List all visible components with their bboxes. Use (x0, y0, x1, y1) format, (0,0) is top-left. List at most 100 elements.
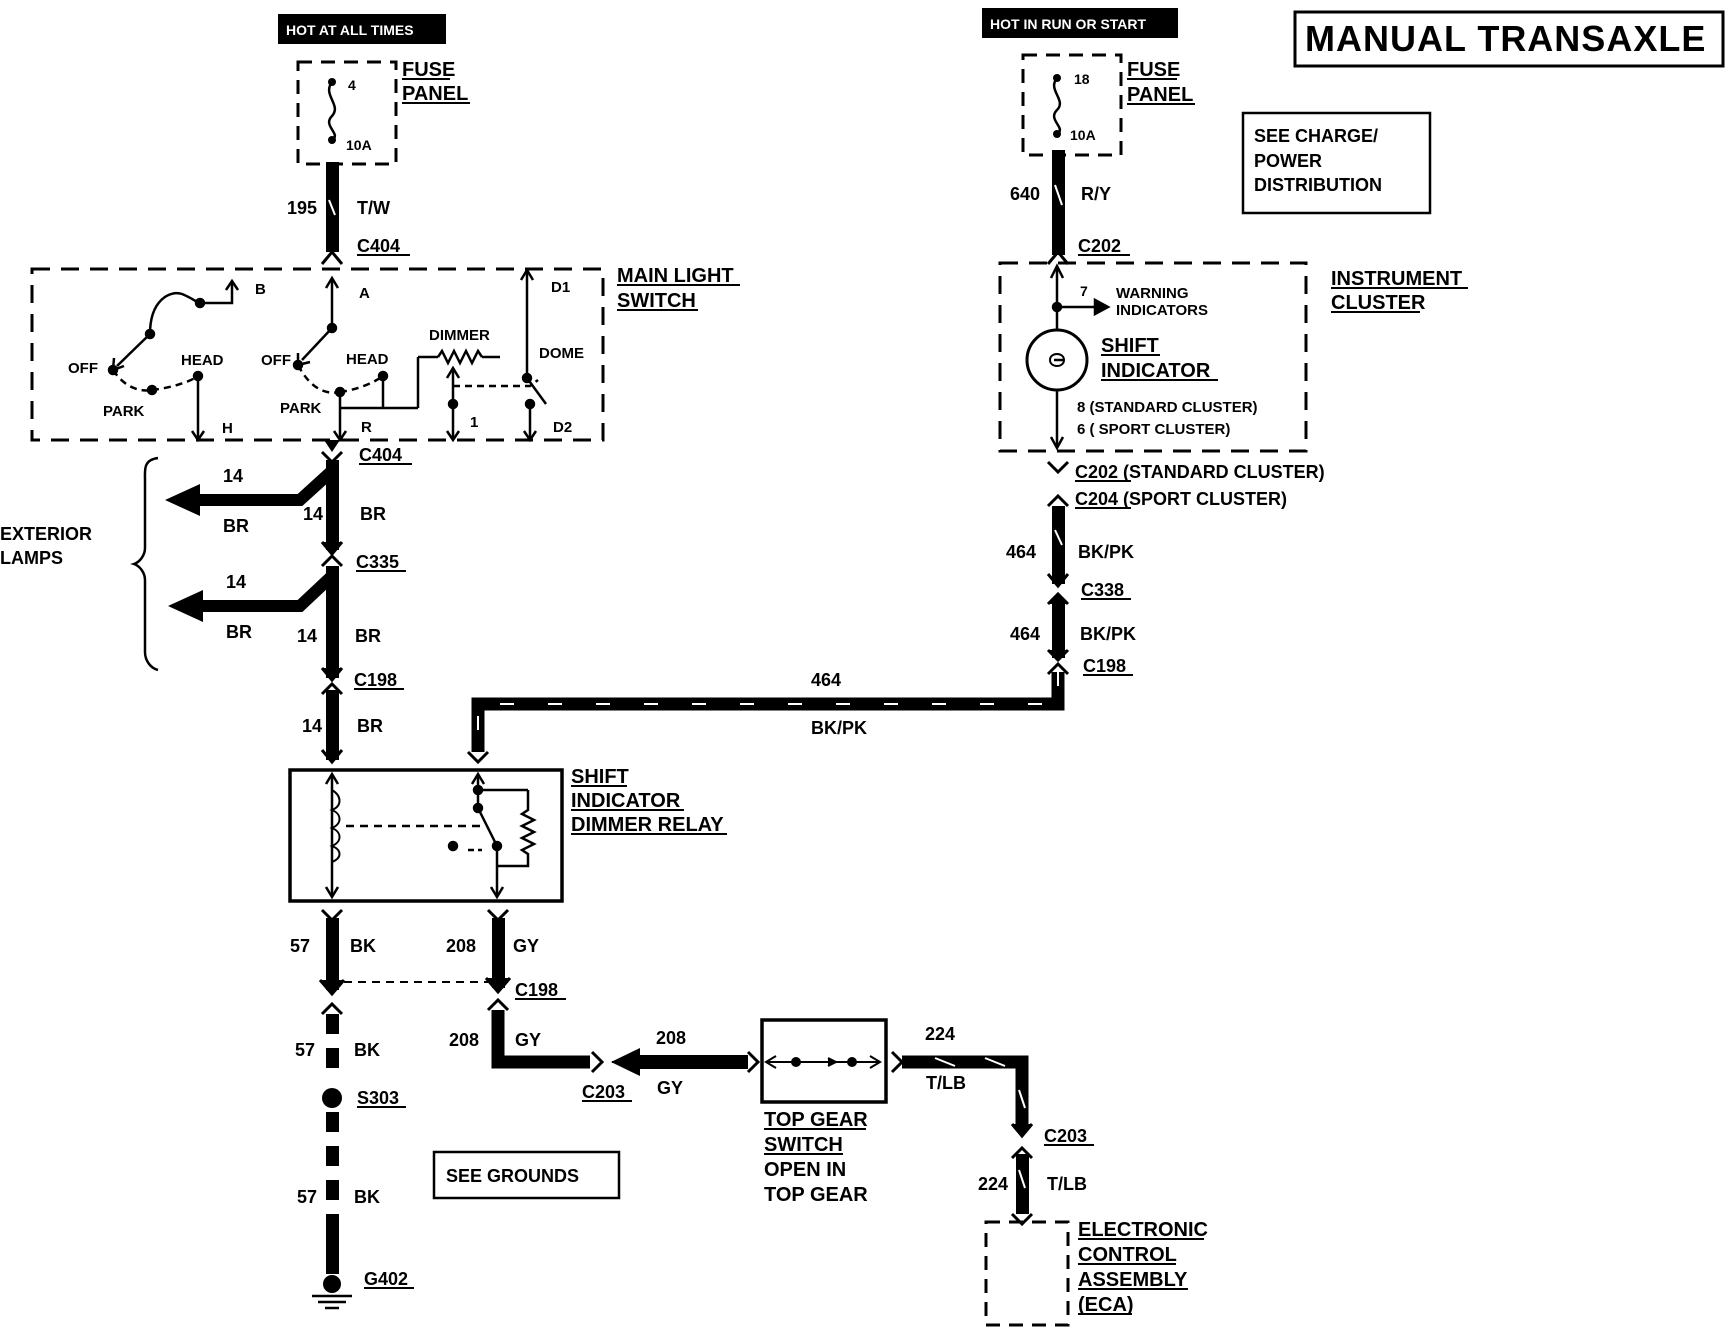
wire-14-e-color: BR (357, 716, 383, 736)
cluster-pin-standard: 8 (STANDARD CLUSTER) (1077, 399, 1258, 416)
wire-640-number: 640 (1010, 184, 1040, 204)
position-dimmer: DIMMER (429, 327, 490, 344)
left-fuse-amp: 10A (346, 137, 372, 153)
splice-s303-label: S303 (357, 1088, 399, 1108)
instrument-cluster-label-2: CLUSTER (1331, 292, 1426, 314)
cluster-pin-sport: 6 ( SPORT CLUSTER) (1077, 421, 1230, 438)
left-fuse-box (296, 60, 398, 166)
shift-indicator-label-2: INDICATOR (1101, 360, 1211, 382)
main-light-switch-internals (107, 267, 548, 443)
wire-208-c-number: 208 (656, 1028, 686, 1048)
shift-indicator-dimmer-relay-box (288, 768, 564, 903)
connector-c204-sport: C204 (SPORT CLUSTER) (1075, 489, 1287, 509)
exterior-lamps-brace (130, 456, 159, 672)
connector-c203-left: C203 (582, 1082, 625, 1102)
relay-label-1: SHIFT (571, 766, 629, 788)
connector-c404-bottom: C404 (359, 445, 402, 465)
wire-224-b-color: T/LB (1047, 1174, 1087, 1194)
wire-464-c-color: BK/PK (811, 718, 867, 738)
connector-c202-top-symbol (1046, 249, 1070, 265)
see-grounds-box (432, 1150, 621, 1200)
connector-c202-bottom-symbol (1046, 460, 1070, 475)
warning-indicators-label-1: WARNING (1116, 285, 1189, 302)
eca-box (984, 1220, 1070, 1327)
wire-208-a-number: 208 (446, 936, 476, 956)
wire-14-b-color: BR (360, 504, 386, 524)
position-off-1: OFF (68, 360, 98, 377)
left-fuse-panel-label-1: FUSE (402, 59, 455, 81)
diagram-title: MANUAL TRANSAXLE (1305, 18, 1706, 59)
eca-label-4: (ECA) (1078, 1294, 1134, 1316)
wire-14-b-number: 14 (303, 504, 323, 524)
wire-224-a-color: T/LB (926, 1073, 966, 1093)
hot-at-all-times-badge (278, 14, 446, 44)
hot-in-run-label: HOT IN RUN OR START (990, 16, 1147, 32)
wire-208-b-color: GY (515, 1030, 541, 1050)
terminal-1: 1 (470, 414, 478, 431)
exterior-lamps-label-2: LAMPS (0, 548, 63, 568)
wire-640-color: R/Y (1081, 184, 1111, 204)
wire-57-b-number: 57 (295, 1040, 315, 1060)
terminal-a: A (359, 285, 370, 302)
wire-208-a-color: GY (513, 936, 539, 956)
wire-464-upper (1052, 506, 1065, 584)
hot-at-all-times-label: HOT AT ALL TIMES (286, 22, 414, 38)
right-fuse-panel-label-2: PANEL (1127, 84, 1193, 106)
wire-14-to-relay (326, 690, 339, 760)
wire-57-lower (326, 1014, 339, 1274)
top-gear-label-4: TOP GEAR (764, 1184, 868, 1206)
connector-c198-right: C198 (1083, 656, 1126, 676)
wire-14-d-number: 14 (297, 626, 317, 646)
right-fuse-number: 18 (1074, 71, 1090, 87)
wire-14-c-color: BR (226, 622, 252, 642)
see-charge-box (1241, 111, 1432, 215)
wire-14-upper (165, 460, 344, 557)
position-park-1: PARK (103, 403, 145, 420)
wire-208-lower (491, 1010, 590, 1069)
wire-208-c-color: GY (657, 1078, 683, 1098)
wire-14-c-number: 14 (226, 572, 246, 592)
connector-c335: C335 (356, 552, 399, 572)
wire-57-c-color: BK (354, 1187, 380, 1207)
wire-14-e-number: 14 (302, 716, 322, 736)
left-fuse-icon (327, 78, 337, 144)
connector-c404-top: C404 (357, 236, 400, 256)
terminal-h: H (222, 420, 233, 437)
top-gear-label-3: OPEN IN (764, 1159, 846, 1181)
main-light-switch-label-2: SWITCH (617, 290, 696, 312)
shift-indicator-label-1: SHIFT (1101, 335, 1159, 357)
see-charge-line-3: DISTRIBUTION (1254, 175, 1382, 195)
connector-c198-middle: C198 (515, 980, 558, 1000)
wire-57-a-number: 57 (290, 936, 310, 956)
instrument-cluster-label-1: INSTRUMENT (1331, 268, 1462, 290)
terminal-d1: D1 (551, 279, 570, 296)
exterior-lamps-label-1: EXTERIOR (0, 524, 92, 544)
connector-c404-top-symbol (320, 249, 344, 265)
connector-c198-right-symbol (1046, 661, 1070, 676)
wire-464-middle (1052, 600, 1065, 658)
wire-640 (1052, 150, 1065, 255)
wire-464-horizontal (471, 672, 1065, 752)
wire-14-lower (168, 566, 344, 683)
wire-57-a-color: BK (350, 936, 376, 956)
wire-464-a-color: BK/PK (1078, 542, 1134, 562)
right-fuse-box (1021, 53, 1123, 157)
wire-464-b-number: 464 (1010, 624, 1040, 644)
connector-c203-right: C203 (1044, 1126, 1087, 1146)
terminal-b: B (255, 281, 266, 298)
position-park-2: PARK (280, 400, 322, 417)
see-grounds-label: SEE GROUNDS (446, 1166, 579, 1186)
position-dome: DOME (539, 345, 584, 362)
left-fuse-number: 4 (348, 77, 356, 93)
wire-195-number: 195 (287, 198, 317, 218)
top-gear-switch-box (760, 1018, 888, 1104)
eca-label-3: ASSEMBLY (1078, 1269, 1188, 1291)
hot-in-run-badge (982, 8, 1178, 38)
title-box (1293, 10, 1725, 68)
see-charge-line-1: SEE CHARGE/ (1254, 126, 1378, 146)
main-light-switch-box (30, 267, 605, 442)
splice-s303 (322, 1088, 342, 1108)
position-head-2: HEAD (346, 351, 389, 368)
ground-g402-icon (312, 1275, 352, 1310)
